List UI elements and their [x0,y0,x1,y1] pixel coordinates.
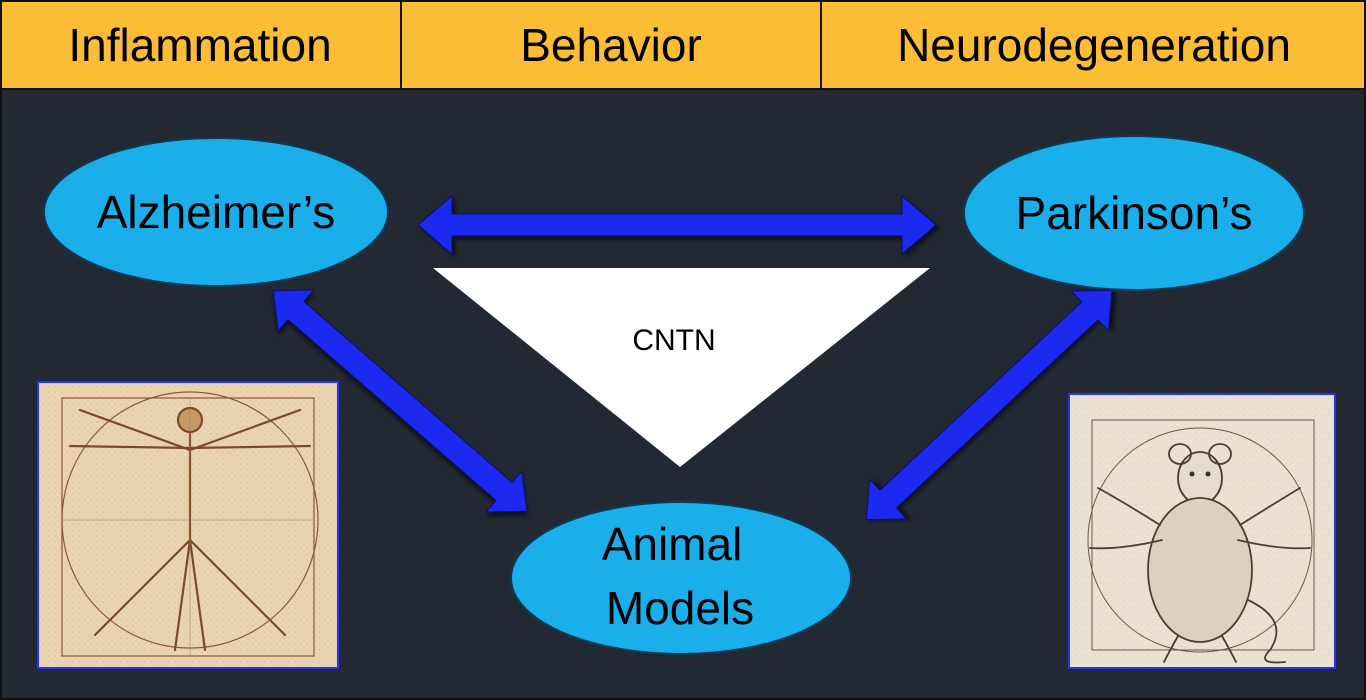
category-header: Inflammation Behavior Neurodegeneration [0,0,1366,90]
arrow-alzheimers-parkinsons [417,194,937,256]
vitruvian-man-image [37,381,339,669]
node-parkinsons-label: Parkinson’s [1016,187,1253,239]
vitruvian-rat-image [1068,393,1336,669]
category-neurodegeneration: Neurodegeneration [820,2,1366,88]
category-inflammation: Inflammation [68,19,332,71]
cntn-triangle [433,268,930,467]
node-animal-models-label-2: Models [606,582,754,634]
node-animal-models [510,501,852,655]
node-animal-models-label-1: Animal [602,518,743,570]
node-alzheimers [43,137,389,287]
node-parkinsons [963,135,1305,291]
arrow-alzheimers-animal-models [272,289,528,513]
cntn-label: CNTN [632,324,715,357]
category-behavior: Behavior [400,2,820,88]
node-alzheimers-label: Alzheimer’s [97,186,336,238]
arrow-parkinsons-animal-models [865,289,1113,521]
